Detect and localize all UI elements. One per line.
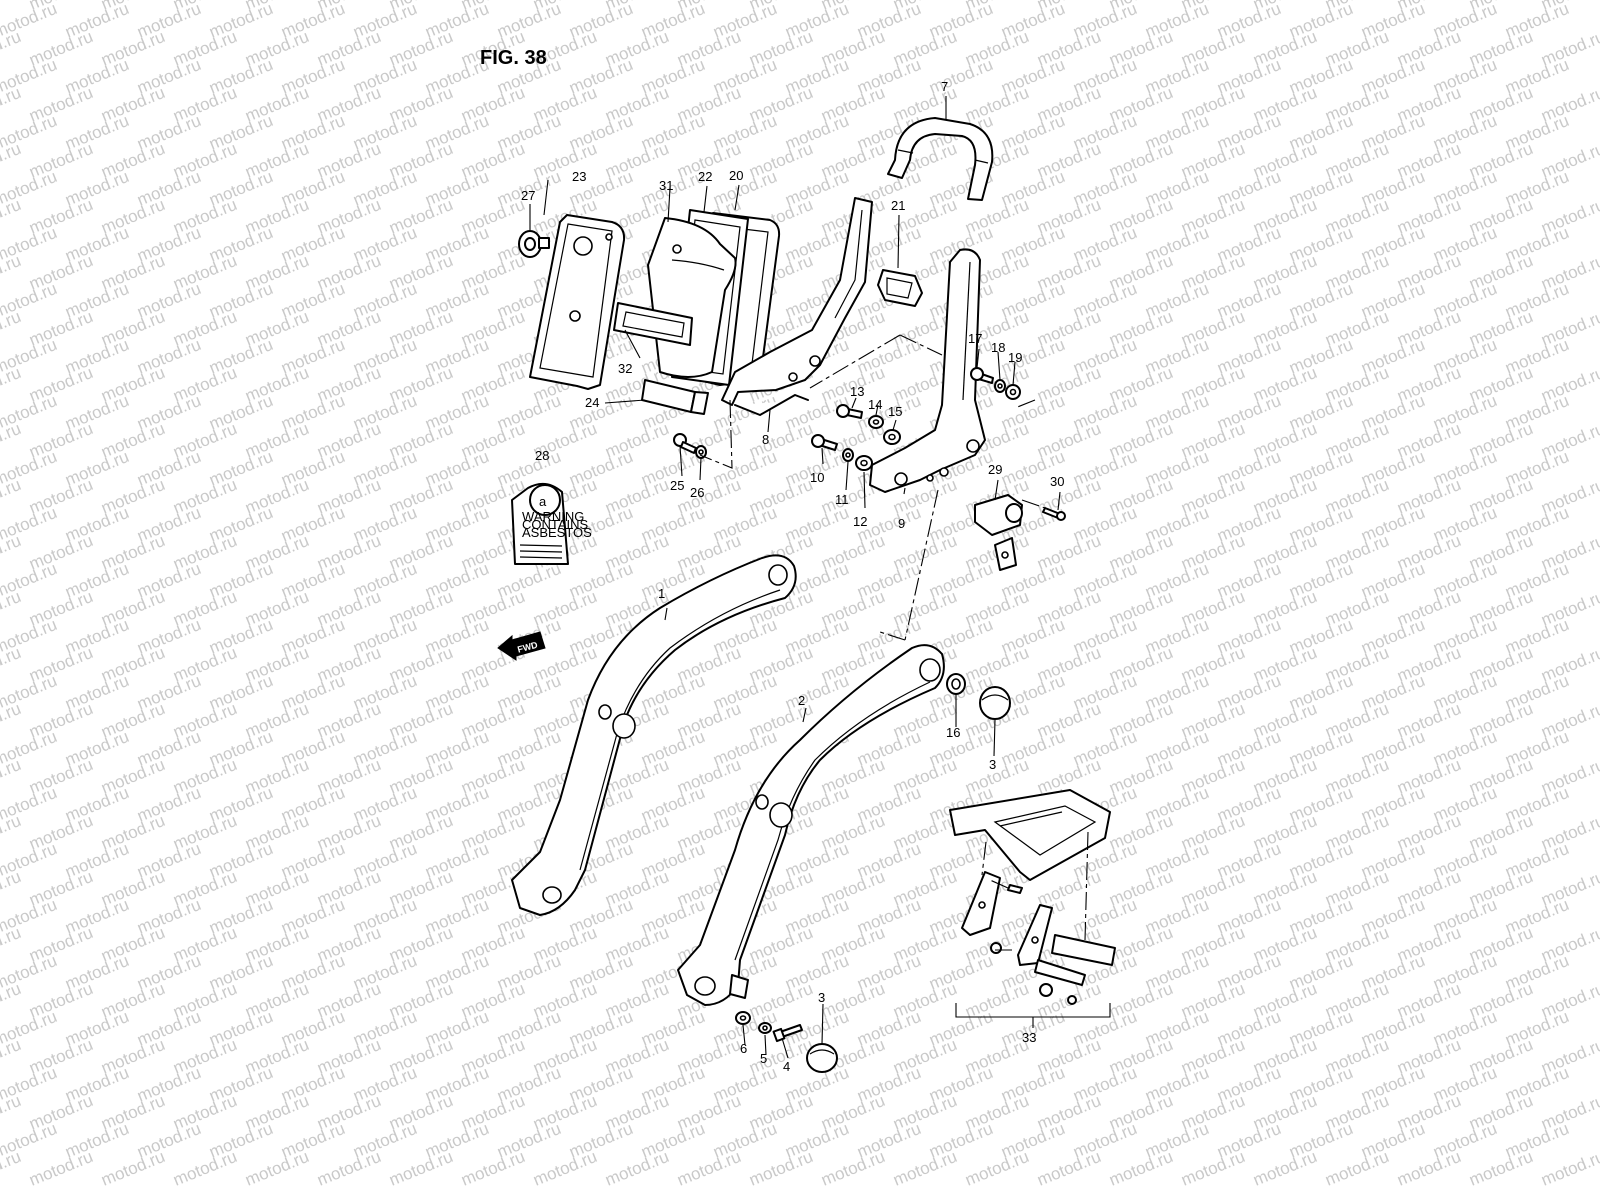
watermark-text: motod.ru xyxy=(386,1147,455,1190)
watermark-text: motod.ru xyxy=(26,1147,95,1190)
watermark-text: motod.ru xyxy=(0,867,24,910)
callout-28: 28 xyxy=(535,448,549,463)
callout-15: 15 xyxy=(888,404,902,419)
watermark-text: motod.ru xyxy=(746,1147,815,1190)
watermark-text: motod.ru xyxy=(0,83,24,126)
callout-2: 2 xyxy=(798,693,805,708)
callout-3-lower: 3 xyxy=(818,990,825,1005)
part-19-washer xyxy=(1005,384,1021,400)
callout-33: 33 xyxy=(1022,1030,1036,1045)
watermark-text: motod.ru xyxy=(1538,1147,1600,1190)
part-26-washer xyxy=(695,445,707,459)
callout-24: 24 xyxy=(585,395,599,410)
part-12-washer xyxy=(855,455,873,471)
watermark-text: motod.ru xyxy=(458,1147,527,1190)
callout-6: 6 xyxy=(740,1041,747,1056)
watermark-text: motod.ru xyxy=(0,307,24,350)
callout-27: 27 xyxy=(521,188,535,203)
label-tag-line-3: ASBESTOS xyxy=(522,525,592,540)
callout-14: 14 xyxy=(868,397,882,412)
watermark-text: motod.ru xyxy=(1466,1147,1535,1190)
callout-22: 22 xyxy=(698,169,712,184)
part-21-clip xyxy=(877,269,923,307)
watermark-text: motod.ru xyxy=(314,1147,383,1190)
callout-25: 25 xyxy=(670,478,684,493)
callout-29: 29 xyxy=(988,462,1002,477)
callout-26: 26 xyxy=(690,485,704,500)
watermark-text: motod.ru xyxy=(962,1147,1031,1190)
watermark-text: motod.ru xyxy=(0,475,24,518)
watermark-text: motod.ru xyxy=(0,755,24,798)
watermark-text: motod.ru xyxy=(0,419,24,462)
watermark-text: motod.ru xyxy=(1034,1147,1103,1190)
part-16-collar xyxy=(946,673,966,695)
callout-13: 13 xyxy=(850,384,864,399)
part-3-cap-lower xyxy=(806,1043,838,1073)
watermark-text: motod.ru xyxy=(0,1091,24,1134)
watermark-text: motod.ru xyxy=(170,1147,239,1190)
figure-title: FIG. 38 xyxy=(480,47,547,69)
callout-1: 1 xyxy=(658,586,665,601)
part-5-lock-washer xyxy=(758,1022,772,1034)
watermark-text: motod.ru xyxy=(98,1147,167,1190)
callout-11: 11 xyxy=(835,492,849,507)
watermark-text: motod.ru xyxy=(1394,1147,1463,1190)
watermark-text: motod.ru xyxy=(1106,1147,1175,1190)
watermark-text: motod.ru xyxy=(242,1147,311,1190)
part-3-cap-upper xyxy=(979,686,1011,720)
callout-30: 30 xyxy=(1050,474,1064,489)
watermark-text: motod.ru xyxy=(818,1147,887,1190)
callout-19: 19 xyxy=(1008,350,1022,365)
callout-31: 31 xyxy=(659,178,673,193)
callout-18: 18 xyxy=(991,340,1005,355)
callout-4: 4 xyxy=(783,1059,790,1074)
callout-23: 23 xyxy=(572,169,586,184)
part-6-washer xyxy=(735,1011,751,1025)
watermark-text: motod.ru xyxy=(0,27,24,70)
callout-7: 7 xyxy=(941,79,948,94)
watermark-text: motod.ru xyxy=(0,811,24,854)
part-14-washer xyxy=(868,415,884,429)
watermark-text: motod.ru xyxy=(0,251,24,294)
part-11-washer xyxy=(842,448,854,462)
callout-32: 32 xyxy=(618,361,632,376)
callout-21: 21 xyxy=(891,198,905,213)
watermark-text: motod.ru xyxy=(0,1147,24,1190)
watermark-text: motod.ru xyxy=(890,1147,959,1190)
watermark-text: motod.ru xyxy=(0,643,24,686)
watermark-text: motod.ru xyxy=(1322,1147,1391,1190)
callout-12: 12 xyxy=(853,514,867,529)
watermark-text: motod.ru xyxy=(0,587,24,630)
watermark-text: motod.ru xyxy=(0,363,24,406)
watermark-text: motod.ru xyxy=(1250,1147,1319,1190)
callout-16: 16 xyxy=(946,725,960,740)
watermark-text: motod.ru xyxy=(0,195,24,238)
watermark-text: motod.ru xyxy=(674,1147,743,1190)
part-15-washer xyxy=(883,429,901,445)
callout-20: 20 xyxy=(729,168,743,183)
callout-9: 9 xyxy=(898,516,905,531)
watermark-text: motod.ru xyxy=(530,1147,599,1190)
watermark-text: motod.ru xyxy=(1178,1147,1247,1190)
watermark-text: motod.ru xyxy=(0,923,24,966)
callout-17: 17 xyxy=(968,331,982,346)
watermark-text: motod.ru xyxy=(0,979,24,1022)
label-tag-letter: a xyxy=(539,494,547,509)
watermark-text: motod.ru xyxy=(602,1147,671,1190)
callout-10: 10 xyxy=(810,470,824,485)
callout-3-upper: 3 xyxy=(989,757,996,772)
watermark-text: motod.ru xyxy=(0,699,24,742)
watermark-text: motod.ru xyxy=(0,139,24,182)
watermark-text: motod.ru xyxy=(0,531,24,574)
callout-8: 8 xyxy=(762,432,769,447)
part-18-washer xyxy=(994,379,1006,393)
watermark-text: motod.ru xyxy=(0,1035,24,1078)
callout-5: 5 xyxy=(760,1051,767,1066)
